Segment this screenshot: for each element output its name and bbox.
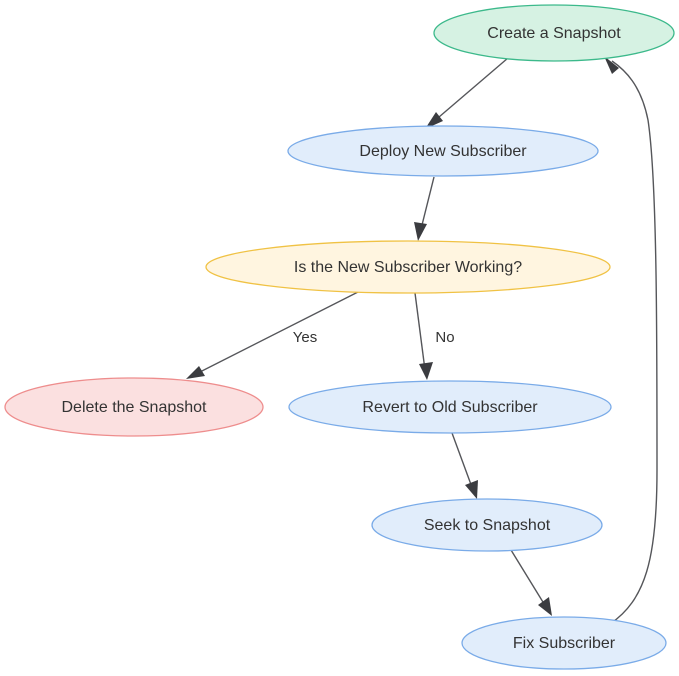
node-deploy-new-subscriber-shape[interactable]: [287, 125, 599, 177]
node-is-working[interactable]: Is the New Subscriber Working?: [205, 240, 611, 294]
edge-create-to-deploy-arrowhead: [425, 112, 443, 129]
node-fix-subscriber-shape[interactable]: [461, 616, 667, 670]
edge-decision-no-line: [414, 292, 426, 371]
node-create-snapshot-label: Create a Snapshot: [487, 25, 621, 42]
node-revert-old-subscriber-shape[interactable]: [288, 380, 612, 434]
edge-seek-to-fix: [510, 549, 552, 616]
edge-seek-to-fix-arrowhead: [538, 597, 552, 616]
node-create-snapshot-shape[interactable]: [433, 4, 675, 62]
node-fix-subscriber[interactable]: Fix Subscriber: [461, 616, 667, 670]
edge-deploy-to-decision: [414, 176, 435, 241]
node-revert-old-subscriber-label: Revert to Old Subscriber: [362, 399, 538, 416]
node-deploy-new-subscriber-label: Deploy New Subscriber: [359, 143, 527, 160]
edge-decision-no-arrowhead: [419, 362, 433, 380]
edge-fix-to-create: [604, 56, 658, 625]
edge-decision-yes-arrowhead: [186, 366, 205, 379]
edge-seek-to-fix-line: [510, 549, 547, 608]
edge-revert-to-seek-arrowhead: [465, 480, 478, 499]
edge-deploy-to-decision-arrowhead: [414, 222, 427, 241]
edge-revert-to-seek: [451, 432, 478, 499]
edge-decision-yes: Yes: [186, 291, 359, 379]
edge-create-to-deploy: [425, 57, 509, 129]
edge-label-no: No: [435, 329, 454, 346]
edge-fix-to-create-line: [609, 60, 658, 625]
node-delete-snapshot[interactable]: Delete the Snapshot: [4, 377, 264, 437]
node-fix-subscriber-label: Fix Subscriber: [513, 635, 616, 652]
node-seek-to-snapshot[interactable]: Seek to Snapshot: [371, 498, 603, 552]
node-seek-to-snapshot-shape[interactable]: [371, 498, 603, 552]
edge-label-yes: Yes: [293, 329, 317, 346]
node-delete-snapshot-shape[interactable]: [4, 377, 264, 437]
edge-fix-to-create-arrowhead: [604, 56, 619, 74]
edge-decision-no: No: [414, 292, 455, 380]
node-create-snapshot[interactable]: Create a Snapshot: [433, 4, 675, 62]
node-is-working-label: Is the New Subscriber Working?: [294, 259, 522, 276]
node-is-working-shape[interactable]: [205, 240, 611, 294]
edge-revert-to-seek-line: [451, 432, 474, 491]
node-seek-to-snapshot-label: Seek to Snapshot: [424, 517, 551, 534]
node-revert-old-subscriber[interactable]: Revert to Old Subscriber: [288, 380, 612, 434]
edge-create-to-deploy-line: [431, 57, 509, 124]
node-deploy-new-subscriber[interactable]: Deploy New Subscriber: [287, 125, 599, 177]
edge-decision-yes-line: [193, 291, 359, 376]
node-delete-snapshot-label: Delete the Snapshot: [62, 399, 208, 416]
